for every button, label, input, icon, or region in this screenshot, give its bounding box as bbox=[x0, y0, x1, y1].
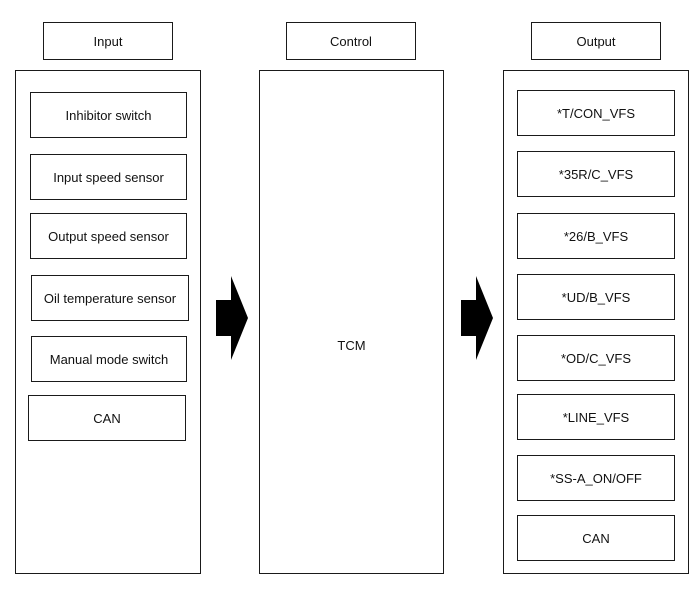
control-panel: TCM bbox=[259, 70, 444, 574]
input-panel bbox=[15, 70, 201, 574]
arrow-control-to-output bbox=[461, 276, 493, 360]
output-item-can: CAN bbox=[517, 515, 675, 561]
input-header: Input bbox=[43, 22, 173, 60]
output-header: Output bbox=[531, 22, 661, 60]
control-label: TCM bbox=[337, 338, 366, 353]
output-item-od-c-vfs: *OD/C_VFS bbox=[517, 335, 675, 381]
input-item-output-speed-sensor: Output speed sensor bbox=[30, 213, 187, 259]
output-item-35r-c-vfs: *35R/C_VFS bbox=[517, 151, 675, 197]
arrow-control-to-output-shape bbox=[461, 276, 493, 360]
output-item-26-b-vfs: *26/B_VFS bbox=[517, 213, 675, 259]
arrow-input-to-control-shape bbox=[216, 276, 248, 360]
arrow-input-to-control bbox=[216, 276, 248, 360]
output-item-ud-b-vfs: *UD/B_VFS bbox=[517, 274, 675, 320]
input-item-oil-temperature-sensor: Oil temperature sensor bbox=[31, 275, 189, 321]
input-item-can: CAN bbox=[28, 395, 186, 441]
output-item-line-vfs: *LINE_VFS bbox=[517, 394, 675, 440]
input-item-inhibitor-switch: Inhibitor switch bbox=[30, 92, 187, 138]
output-item-t-con-vfs: *T/CON_VFS bbox=[517, 90, 675, 136]
control-header: Control bbox=[286, 22, 416, 60]
input-item-input-speed-sensor: Input speed sensor bbox=[30, 154, 187, 200]
input-item-manual-mode-switch: Manual mode switch bbox=[31, 336, 187, 382]
output-item-ss-a-on-off: *SS-A_ON/OFF bbox=[517, 455, 675, 501]
